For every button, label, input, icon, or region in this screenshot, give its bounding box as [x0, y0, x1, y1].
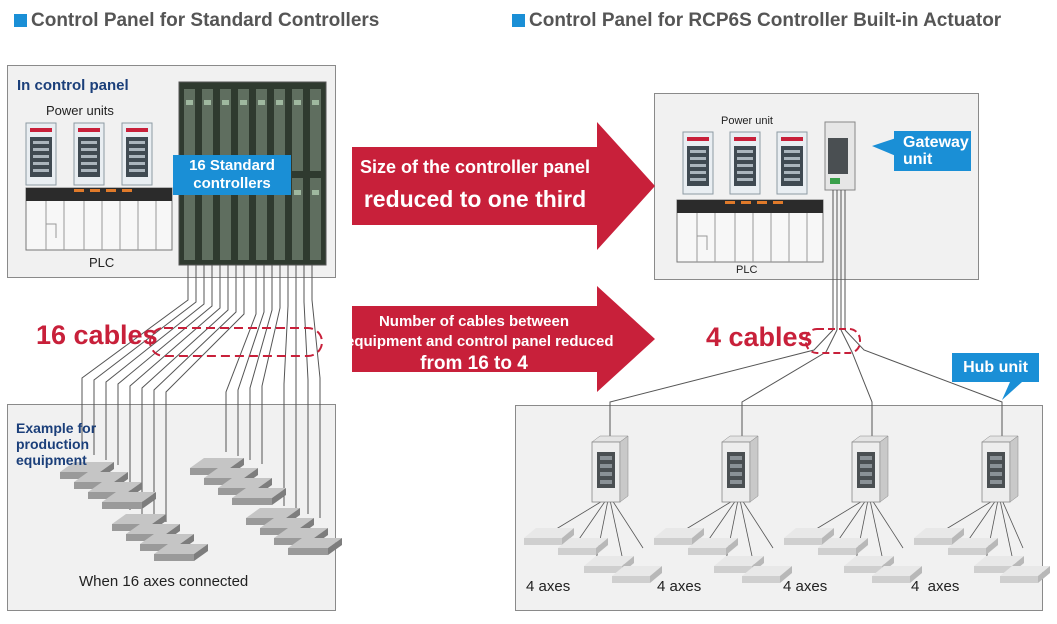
- right-cables-label: 4 cables: [706, 322, 813, 352]
- gateway-unit-callout: Gateway unit: [894, 131, 971, 171]
- hub-unit-callout: Hub unit: [952, 353, 1039, 382]
- axes-label-3: 4 axes: [783, 578, 828, 595]
- axes-label-4: 4 axes: [911, 578, 960, 595]
- in-control-panel-title: In control panel: [17, 77, 129, 94]
- power-unit-label: Power unit: [721, 115, 773, 127]
- standard-controllers-callout: 16 Standard controllers: [173, 155, 291, 195]
- arrow-top-line1: Size of the controller panel: [359, 157, 591, 177]
- left-equipment-panel: [7, 404, 336, 611]
- power-units-label: Power units: [46, 103, 114, 118]
- production-equipment-title: Example for production equipment: [16, 420, 97, 468]
- axes-label-1: 4 axes: [526, 578, 571, 595]
- axes-label-2: 4 axes: [657, 578, 702, 595]
- right-heading: Control Panel for RCP6S Controller Built…: [512, 10, 1001, 32]
- heading-square-icon: [512, 14, 525, 27]
- left-heading: Control Panel for Standard Controllers: [14, 10, 379, 32]
- axes-connected-caption: When 16 axes connected: [79, 573, 249, 590]
- arrow-top-line2: reduced to one third: [363, 186, 587, 212]
- plc-label-left: PLC: [89, 255, 115, 270]
- heading-square-icon: [14, 14, 27, 27]
- left-cables-label: 16 cables: [36, 320, 158, 350]
- arrow-bottom-text: Number of cables between equipment and c…: [346, 313, 614, 374]
- plc-label-right: PLC: [736, 264, 758, 276]
